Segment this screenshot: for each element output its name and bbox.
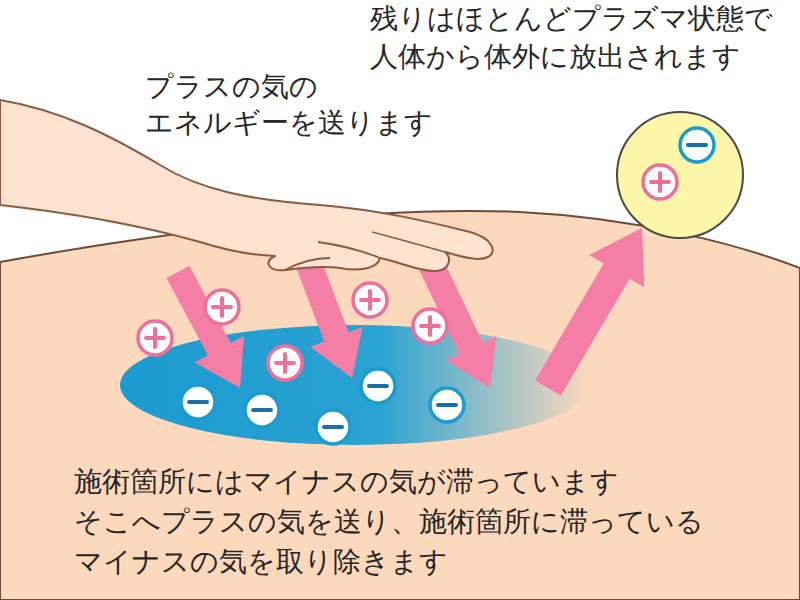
- note-wrap: プラスの気の エネルギーを送ります: [145, 69, 465, 141]
- note-text: プラスの気の エネルギーを送ります: [145, 69, 465, 141]
- minus-charge: [361, 369, 395, 403]
- minus-charge: [245, 393, 279, 427]
- plus-charge: [353, 283, 387, 317]
- charge-sign: [688, 143, 706, 147]
- charge-ring: [316, 410, 350, 444]
- charge-sign: [651, 173, 669, 191]
- minus-charge: [430, 388, 464, 422]
- minus-charge: [181, 385, 215, 419]
- charge-ring: [643, 165, 677, 199]
- plasma-bubble: [617, 112, 743, 238]
- charge-sign: [276, 354, 294, 372]
- charge-ring: [413, 309, 447, 343]
- minus-charge: [316, 410, 350, 444]
- charge-ring: [353, 283, 387, 317]
- charge-ring: [680, 128, 714, 162]
- charge-ring: [138, 321, 172, 355]
- energy-arrow: [296, 257, 363, 378]
- note-wrap: 残りはほとんどプラズマ状態で 人体から体外に放出されます: [370, 0, 790, 76]
- plus-charge: [138, 321, 172, 355]
- charge-ring: [181, 385, 215, 419]
- charge-sign: [421, 317, 439, 335]
- charge-sign: [324, 425, 342, 429]
- charge-sign: [361, 291, 379, 309]
- plus-charge: [643, 165, 677, 199]
- note-text: 施術箇所にはマイナスの気が滞っています そこへプラスの気を送り、施術箇所に滞って…: [74, 462, 764, 582]
- energy-arrow: [167, 266, 245, 388]
- finger-lines: [285, 232, 445, 270]
- charge-sign: [253, 408, 271, 412]
- note-text: 残りはほとんどプラズマ状態で 人体から体外に放出されます: [370, 0, 790, 76]
- body-skin: [0, 211, 800, 600]
- charge-sign: [369, 384, 387, 388]
- energy-arrow: [416, 252, 496, 388]
- note-wrap: 施術箇所にはマイナスの気が滞っています そこへプラスの気を送り、施術箇所に滞って…: [74, 462, 764, 582]
- plus-charge: [413, 309, 447, 343]
- charge-ring: [430, 388, 464, 422]
- charge-sign: [146, 329, 164, 347]
- charge-ring: [361, 369, 395, 403]
- charge-sign: [213, 298, 231, 316]
- minus-charge: [680, 128, 714, 162]
- charge-ring: [245, 393, 279, 427]
- charge-sign: [189, 400, 207, 404]
- charges: [138, 128, 714, 444]
- charge-ring: [205, 290, 239, 324]
- plus-charge: [268, 346, 302, 380]
- charge-sign: [438, 403, 456, 407]
- charge-ring: [268, 346, 302, 380]
- energy-arrow: [535, 228, 644, 396]
- plus-charge: [205, 290, 239, 324]
